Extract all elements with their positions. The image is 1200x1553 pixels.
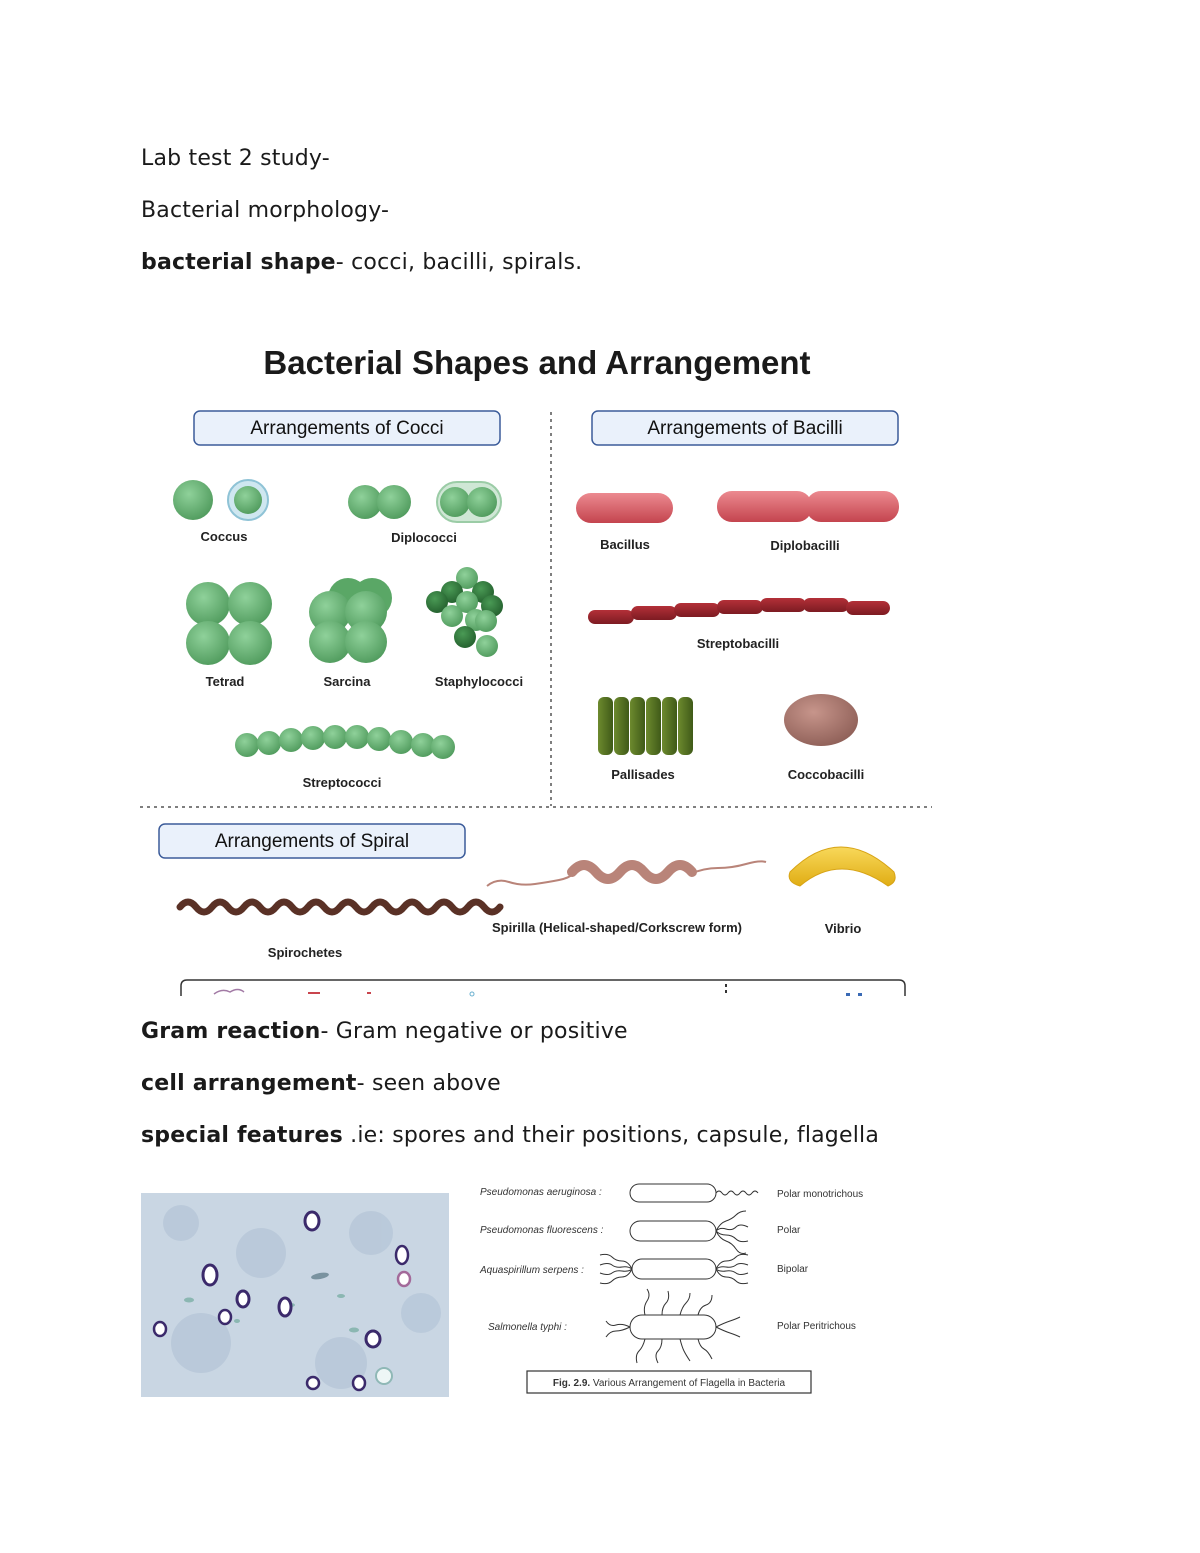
species-1: Pseudomonas aeruginosa :: [480, 1187, 602, 1198]
type-3: Bipolar: [777, 1264, 809, 1275]
tetrad-illustration: [186, 582, 272, 665]
label-diplobacilli: Diplobacilli: [770, 538, 839, 553]
coccus-illustration: [173, 479, 269, 521]
label-sarcina: Sarcina: [324, 674, 372, 689]
flagella-caption: Fig. 2.9. Various Arrangement of Flagell…: [526, 1370, 812, 1394]
doc-line-arrangement: cell arrangement- seen above: [141, 1071, 501, 1096]
sarcina-illustration: [309, 578, 392, 663]
spore-stain-micrograph: [141, 1193, 449, 1397]
special-text: .ie: spores and their positions, capsule…: [342, 1123, 880, 1148]
streptobacilli-illustration: [588, 598, 890, 624]
label-diplococci: Diplococci: [391, 530, 457, 545]
label-pallisades: Pallisades: [611, 767, 675, 782]
arrangement-text: - seen above: [356, 1071, 501, 1096]
svg-text:Arrangements of Bacilli: Arrangements of Bacilli: [647, 418, 842, 439]
doc-line-morphology: Bacterial morphology-: [141, 198, 390, 223]
bacterial-shapes-figure: Bacterial Shapes and Arrangement Arrange…: [140, 344, 932, 997]
flagella-arrangement-diagram: Pseudomonas aeruginosa : Polar monotrich…: [479, 1183, 863, 1394]
spirilla-illustration: [486, 860, 767, 887]
type-2: Polar: [777, 1225, 801, 1236]
coccobacilli-illustration: [784, 694, 858, 746]
diplococci-illustration: [348, 481, 502, 523]
arrangement-label: cell arrangement: [141, 1071, 357, 1096]
species-2: Pseudomonas fluorescens :: [480, 1225, 604, 1236]
pallisades-illustration: [598, 697, 693, 755]
gram-text: - Gram negative or positive: [320, 1019, 628, 1044]
label-spirochetes: Spirochetes: [268, 945, 342, 960]
species-3: Aquaspirillum serpens :: [479, 1265, 584, 1276]
label-streptococci: Streptococci: [303, 775, 382, 790]
staphylococci-illustration: [426, 567, 503, 657]
special-label: special features: [141, 1123, 343, 1148]
vibrio-illustration: [788, 846, 896, 887]
label-tetrad: Tetrad: [206, 674, 245, 689]
cropped-frame: [180, 979, 906, 996]
spores: [152, 1210, 412, 1392]
shape-text: - cocci, bacilli, spirals.: [335, 250, 583, 275]
label-vibrio: Vibrio: [825, 921, 862, 936]
doc-line-title: Lab test 2 study-: [141, 146, 330, 171]
svg-text:Fig. 2.9. Various Arrangement: Fig. 2.9. Various Arrangement of Flagell…: [553, 1378, 786, 1389]
doc-line-gram: Gram reaction- Gram negative or positive: [141, 1019, 628, 1044]
cropped-fragments: [213, 984, 862, 997]
spiral-header: Arrangements of Spiral: [158, 823, 466, 859]
label-streptobacilli: Streptobacilli: [697, 636, 779, 651]
doc-line-special: special features .ie: spores and their p…: [141, 1123, 879, 1148]
doc-line-shape: bacterial shape- cocci, bacilli, spirals…: [141, 250, 582, 275]
label-spirilla: Spirilla (Helical-shaped/Corkscrew form): [492, 920, 742, 935]
bacilli-header: Arrangements of Bacilli: [591, 410, 899, 446]
type-1: Polar monotrichous: [777, 1189, 863, 1200]
spirochetes-illustration: [176, 898, 504, 916]
figure-title: Bacterial Shapes and Arrangement: [263, 344, 810, 381]
bacillus-illustration: [576, 493, 673, 523]
label-coccobacilli: Coccobacilli: [788, 767, 865, 782]
gram-label: Gram reaction: [141, 1019, 321, 1044]
label-coccus: Coccus: [201, 529, 248, 544]
species-4: Salmonella typhi :: [488, 1322, 567, 1333]
cell-peritrichous: [605, 1288, 741, 1364]
cell-polar: [629, 1210, 749, 1254]
cell-bipolar: [599, 1253, 749, 1285]
svg-text:Arrangements of Spiral: Arrangements of Spiral: [215, 831, 409, 852]
label-staphylococci: Staphylococci: [435, 674, 523, 689]
cocci-header: Arrangements of Cocci: [193, 410, 501, 446]
label-bacillus: Bacillus: [600, 537, 650, 552]
diplobacilli-illustration: [717, 491, 899, 522]
cell-monotrichous: [629, 1183, 759, 1203]
type-4: Polar Peritrichous: [777, 1321, 856, 1332]
svg-text:Arrangements of Cocci: Arrangements of Cocci: [250, 418, 443, 439]
streptococci-illustration: [235, 725, 455, 759]
shape-label: bacterial shape: [141, 250, 336, 275]
